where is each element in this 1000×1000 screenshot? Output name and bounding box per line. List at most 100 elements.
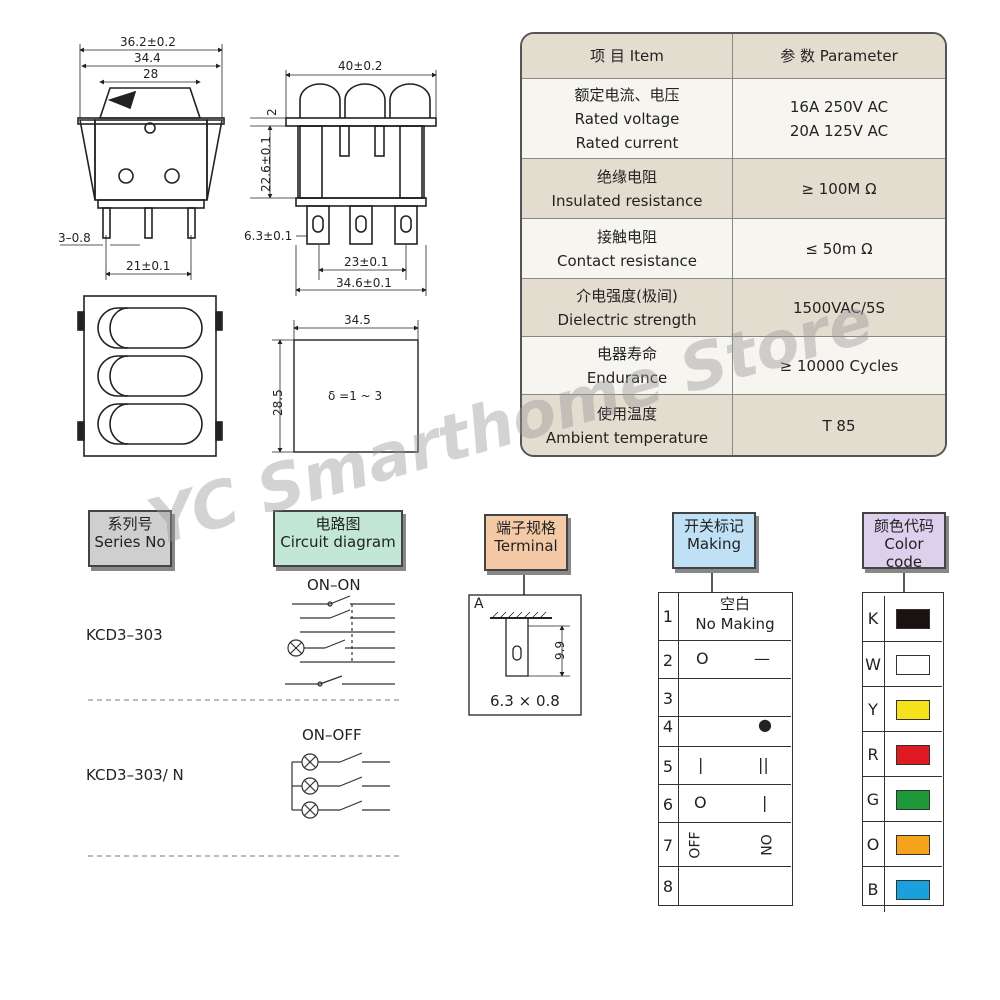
dim-cutout-thickness: δ =1 ~ 3 [328,389,382,403]
color-code-row: B [862,866,942,912]
spec-row-en: Endurance [586,369,668,387]
color-code-row: G [862,776,942,822]
terminal-height: 9.9 [553,641,567,660]
dim-side-top: 2 [265,108,279,116]
terminal-drawing [468,594,582,716]
spec-row-en: Insulated resistance [551,192,703,210]
color-swatch [896,700,930,720]
spec-row-insulation: 绝缘电阻 Insulated resistance ≥ 100M Ω [522,158,945,219]
dim-front-width: 34.4 [134,51,161,65]
heading-terminal: 端子规格 Terminal [484,514,568,571]
marking-right: — [754,649,770,668]
color-code-letter: O [862,822,885,867]
spec-row-contact: 接触电阻 Contact resistance ≤ 50m Ω [522,218,945,279]
spec-row-en: Contact resistance [556,252,698,270]
dim-front-pin-pitch: 21±0.1 [126,259,170,273]
marking-row: 6 O | [658,784,791,823]
spec-row-value: T 85 [822,416,856,435]
side-view [285,83,437,245]
heading-series-en: Series No [94,533,166,551]
heading-circuit-zh: 电路图 [315,515,361,533]
series-item-2: KCD3–303/ N [86,766,184,784]
color-code-row: K [862,596,942,641]
spec-row-en: Rated current [575,134,679,152]
marking-right: || [758,755,769,774]
top-view [77,295,223,457]
marking-blank-zh: 空白 [719,595,750,613]
marking-row: 2 O — [658,640,791,679]
color-code-row: R [862,731,942,777]
marking-left: O [694,793,707,812]
dim-front-overall: 36.2±0.2 [120,35,176,49]
spec-row-en: Ambient temperature [545,428,709,447]
dim-front-pin-thickness: 3–0.8 [58,231,91,245]
heading-marking: 开关标记 Making [672,512,756,569]
spec-row-zh: 额定电流、电压 [574,86,680,104]
marking-num: 8 [658,867,679,905]
dim-cutout-width: 34.5 [344,313,371,327]
dim-side-span: 34.6±0.1 [336,276,392,290]
marking-left: OFF [687,831,704,859]
dim-cutout-height: 28.5 [271,389,285,416]
marking-right: ON [756,834,773,856]
spec-row-zh: 介电强度(极间) [576,287,678,305]
side-dimension-lines [250,70,437,296]
color-code-letter: R [862,732,885,777]
spec-row-value: ≥ 10000 Cycles [779,357,899,375]
spec-row-value: 1500VAC/5S [792,299,886,317]
heading-series: 系列号 Series No [88,510,172,567]
terminal-label: A [474,596,484,612]
header-parameter: 参 数 Parameter [733,34,945,78]
spec-row-value: 16A 250V AC [789,98,889,116]
color-code-letter: B [862,867,885,912]
circuit-label-on-on: ON–ON [307,576,361,594]
spec-row-temperature: 使用温度 Ambient temperature T 85 [522,394,945,455]
header-item: 项 目 Item [522,34,733,78]
spec-row-zh: 电器寿命 [596,345,657,363]
series-item-1: KCD3–303 [86,626,163,644]
marking-right: ● [758,715,772,734]
spec-row-value: ≤ 50m Ω [805,240,873,258]
color-swatch [896,745,930,765]
color-swatch [896,655,930,675]
marking-row: 8 [658,866,791,905]
marking-num: 2 [658,641,679,679]
terminal-size: 6.3 × 0.8 [490,692,560,710]
color-code-letter: W [862,642,885,687]
marking-num: 3 [658,679,679,717]
spec-row-dielectric: 介电强度(极间) Dielectric strength 1500VAC/5S [522,278,945,337]
spec-table-header: 项 目 Item 参 数 Parameter [522,34,945,78]
spec-row-en: Rated voltage [574,110,680,128]
circuit-on-off [291,752,390,819]
marking-num: 7 [658,823,679,867]
heading-terminal-zh: 端子规格 [495,519,556,537]
dim-side-tab-width: 6.3±0.1 [244,229,292,243]
color-code-row: W [862,641,942,687]
cutout-dimension-lines [272,320,419,453]
marking-row: 7 OFF ON [658,822,791,867]
color-code-table [862,592,944,906]
marking-blank-en: No Making [695,615,775,633]
color-code-row: Y [862,686,942,732]
heading-marking-en: Making [686,535,742,553]
color-code-letter: Y [862,687,885,732]
spec-row-value: 20A 125V AC [789,122,889,140]
spec-table: 项 目 Item 参 数 Parameter 额定电流、电压 Rated vol… [520,32,947,457]
dim-side-pitch: 23±0.1 [344,255,388,269]
front-view [77,87,225,239]
spec-row-zh: 使用温度 [596,404,657,423]
circuit-label-on-off: ON–OFF [302,726,362,744]
spec-row-zh: 绝缘电阻 [596,168,657,186]
color-swatch [896,880,930,900]
cutout-view [293,339,419,453]
dim-side-height: 22.6±0.1 [259,136,273,192]
color-code-row: O [862,821,942,867]
marking-table [658,592,793,906]
heading-circuit-en: Circuit diagram [280,533,396,551]
spec-row-zh: 接触电阻 [596,228,657,246]
marking-num: 6 [658,785,679,823]
marking-left: O [696,649,709,668]
spec-row-value: ≥ 100M Ω [801,180,877,198]
color-code-letter: K [862,596,885,641]
